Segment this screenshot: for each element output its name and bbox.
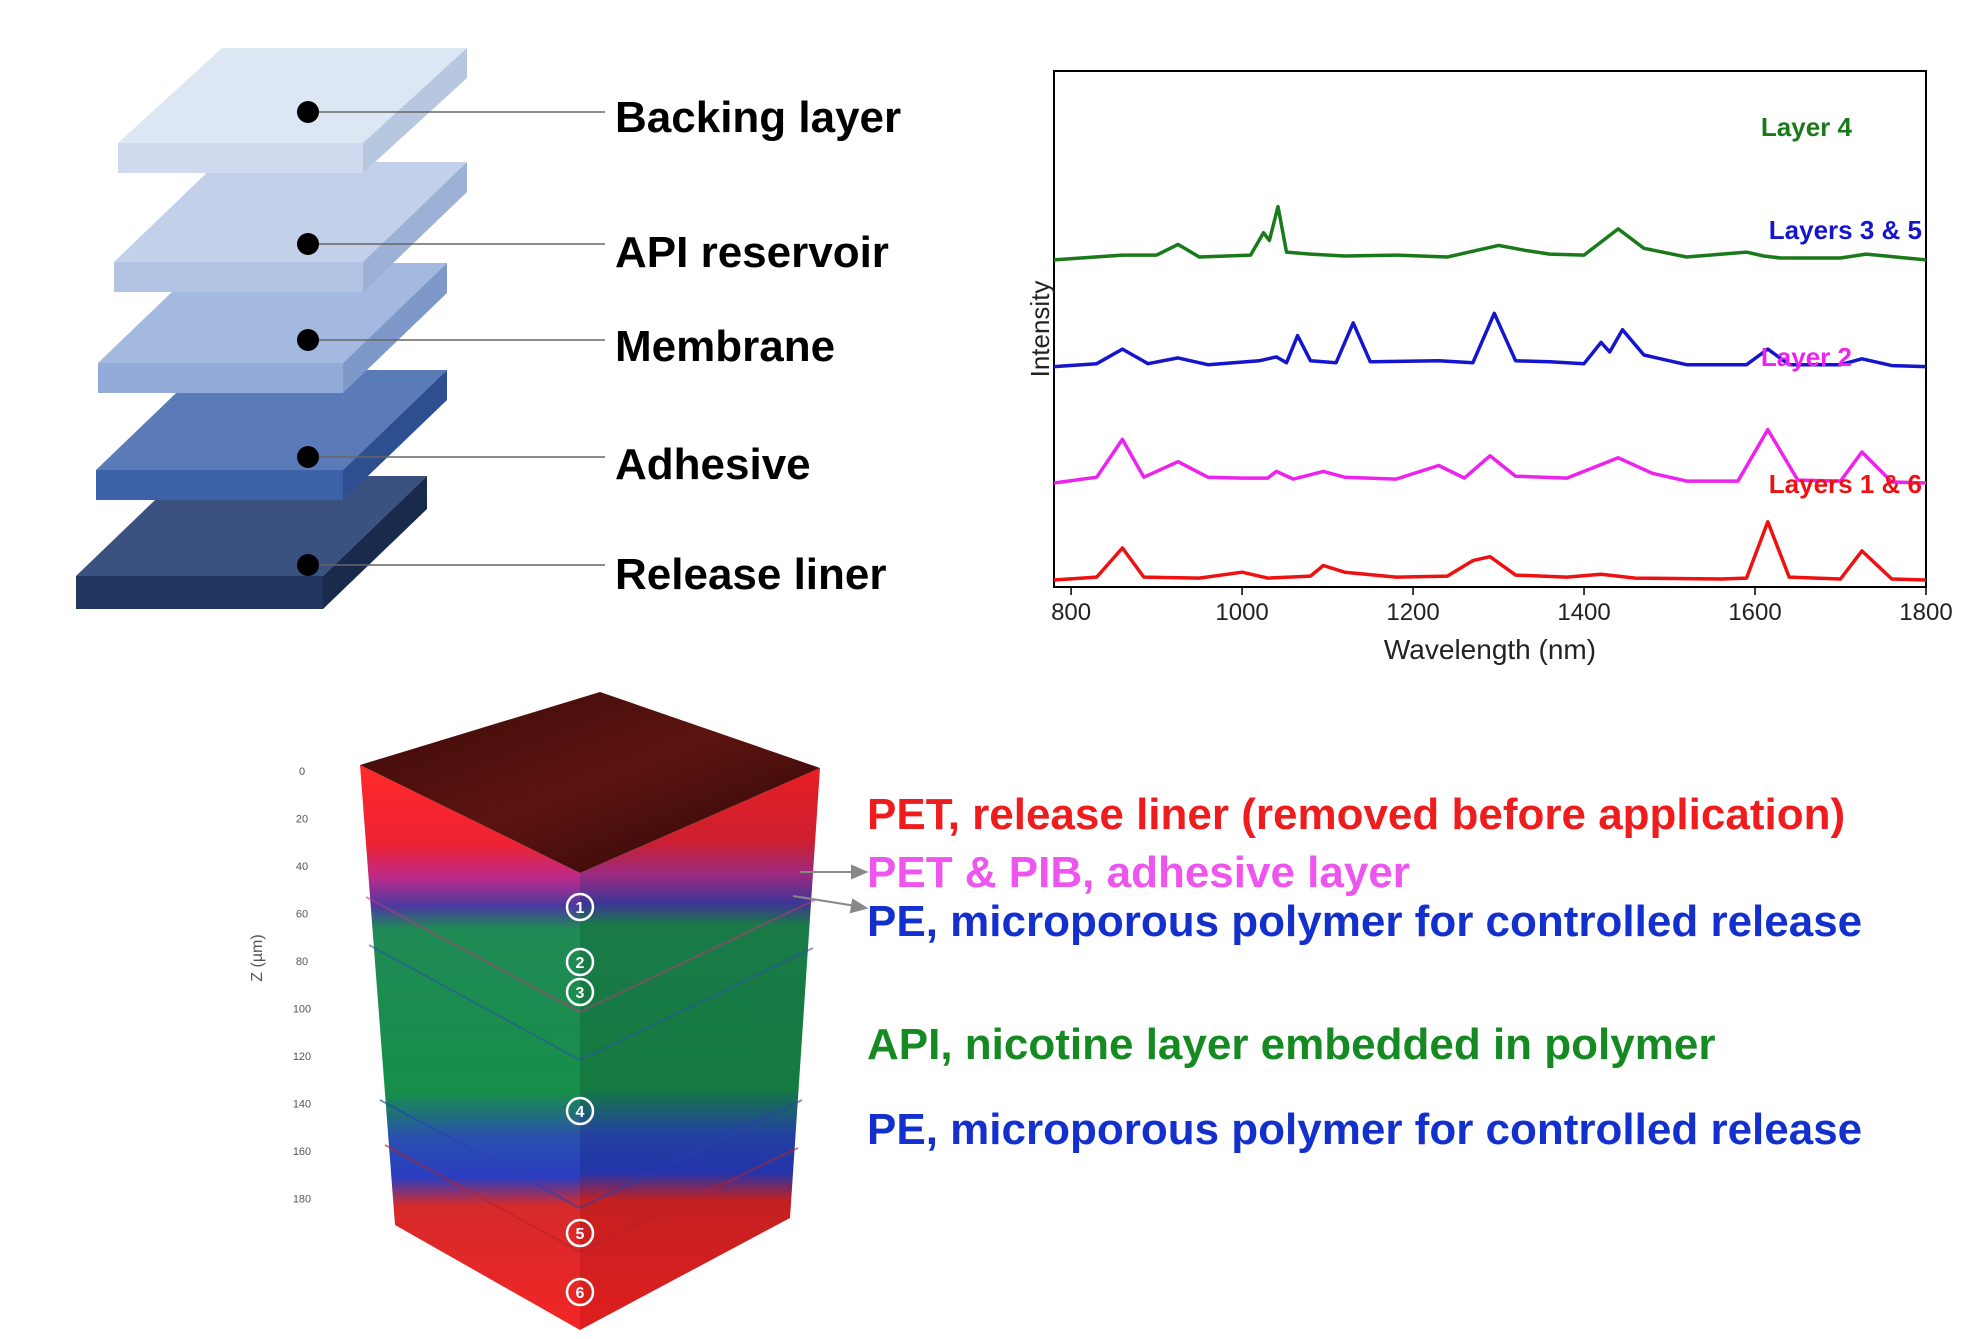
stack-layer-side <box>363 162 467 292</box>
x-tick-label: 1200 <box>1386 599 1439 626</box>
chart-frame <box>1053 70 1927 588</box>
z-tick-label: 160 <box>293 1146 311 1158</box>
z-tick-label: 100 <box>293 1004 311 1016</box>
stack-layer-side <box>343 263 447 393</box>
x-ticks: 800 1000 1200 1400 1600 1800 <box>1051 587 1953 626</box>
layer-marker-1: 1 <box>565 892 595 922</box>
series-line-3 <box>1053 427 1927 485</box>
stack-layer-front <box>96 470 343 500</box>
annotation-pet-pib-adhesive: PET & PIB, adhesive layer <box>867 848 1410 897</box>
stack-layer-front <box>76 576 323 609</box>
layer-marker-number: 6 <box>576 1285 585 1302</box>
layer-marker-number: 4 <box>576 1104 585 1121</box>
x-tick-label: 800 <box>1051 599 1091 626</box>
stack-layer-dot <box>297 446 319 468</box>
stack-layer-front <box>114 262 363 292</box>
stack-layer-side <box>363 48 467 173</box>
patch-layer-stack <box>76 48 605 609</box>
x-tick-label: 1800 <box>1899 599 1952 626</box>
annotation-arrows <box>792 864 869 914</box>
cube-right-face <box>580 768 820 1330</box>
stack-layer-dot <box>297 554 319 576</box>
stack-label-backing: Backing layer <box>615 93 902 142</box>
stack-layer-2 <box>114 162 605 292</box>
x-tick-label: 1400 <box>1557 599 1610 626</box>
layer-marker-5: 5 <box>565 1218 595 1248</box>
layer-marker-number: 5 <box>576 1226 585 1243</box>
layer-marker-ring <box>565 1096 595 1126</box>
layer-marker-ring <box>565 892 595 922</box>
stack-label-adhesive: Adhesive <box>615 440 811 489</box>
stack-layer-top <box>114 162 467 262</box>
series-group <box>1053 204 1927 582</box>
stack-layer-side <box>343 370 447 500</box>
layer-cube: 0 20 40 60 80 100 120 140 160 180 Z (µm) 1 2 3 4 5 6 <box>249 692 820 1330</box>
z-axis-ticks: 0 20 40 60 80 100 120 140 160 180 <box>293 766 311 1206</box>
stack-layer-dot <box>297 329 319 351</box>
z-axis-label: Z (µm) <box>249 934 266 981</box>
layer-marker-ring <box>565 977 595 1007</box>
z-tick-label: 140 <box>293 1099 311 1111</box>
z-tick-label: 80 <box>296 956 308 968</box>
stack-layer-4 <box>96 370 605 500</box>
cube-left-face <box>360 765 580 1330</box>
layer-marker-3: 3 <box>565 977 595 1007</box>
stack-layer-dot <box>297 101 319 123</box>
z-tick-label: 120 <box>293 1051 311 1063</box>
series-label-layer-4: Layer 4 <box>1760 112 1852 142</box>
layer-marker-number: 2 <box>576 955 585 972</box>
series-line-4 <box>1053 520 1927 582</box>
stack-layer-dot <box>297 233 319 255</box>
stack-layer-5 <box>76 476 605 609</box>
stack-layer-front <box>98 363 343 393</box>
x-tick-label: 1600 <box>1728 599 1781 626</box>
annotation-pe-microporous-top: PE, microporous polymer for controlled r… <box>867 897 1863 946</box>
layer-marker-ring <box>565 947 595 977</box>
z-tick-label: 180 <box>293 1194 311 1206</box>
stack-layer-front <box>118 143 363 173</box>
stack-label-release-liner: Release liner <box>615 550 887 599</box>
layer-marker-ring <box>565 1277 595 1307</box>
stack-layer-top <box>96 370 447 470</box>
x-axis-label: Wavelength (nm) <box>1384 634 1596 665</box>
cube-layer-markers: 1 2 3 4 5 6 <box>565 892 595 1307</box>
layer-marker-ring <box>565 1218 595 1248</box>
y-axis-label: Intensity <box>1025 281 1055 378</box>
series-label-layer-2: Layer 2 <box>1760 342 1852 372</box>
layer-marker-4: 4 <box>565 1096 595 1126</box>
z-tick-label: 40 <box>296 861 308 873</box>
layer-marker-6: 6 <box>565 1277 595 1307</box>
stack-layer-1 <box>118 48 605 173</box>
stack-label-api-reservoir: API reservoir <box>615 228 889 277</box>
series-label-layers-1-6: Layers 1 & 6 <box>1768 469 1922 499</box>
stack-layer-side <box>323 476 427 609</box>
cube-top-face <box>360 692 820 873</box>
z-tick-label: 20 <box>296 814 308 826</box>
z-tick-label: 0 <box>299 766 305 778</box>
layer-marker-2: 2 <box>565 947 595 977</box>
series-line-2 <box>1053 311 1927 369</box>
series-label-layers-3-5: Layers 3 & 5 <box>1768 215 1922 245</box>
annotation-api-nicotine: API, nicotine layer embedded in polymer <box>867 1020 1716 1069</box>
z-tick-label: 60 <box>296 909 308 921</box>
series-line-1 <box>1053 204 1927 262</box>
stack-label-membrane: Membrane <box>615 322 836 371</box>
layer-marker-number: 1 <box>576 900 585 917</box>
annotation-pet-release-liner: PET, release liner (removed before appli… <box>867 790 1846 839</box>
x-tick-label: 1000 <box>1215 599 1268 626</box>
layer-marker-number: 3 <box>576 985 585 1002</box>
stack-layer-top <box>76 476 427 576</box>
cube-band-lines <box>365 896 816 1254</box>
annotation-pe-microporous-bottom: PE, microporous polymer for controlled r… <box>867 1105 1863 1154</box>
stack-layer-top <box>118 48 467 143</box>
